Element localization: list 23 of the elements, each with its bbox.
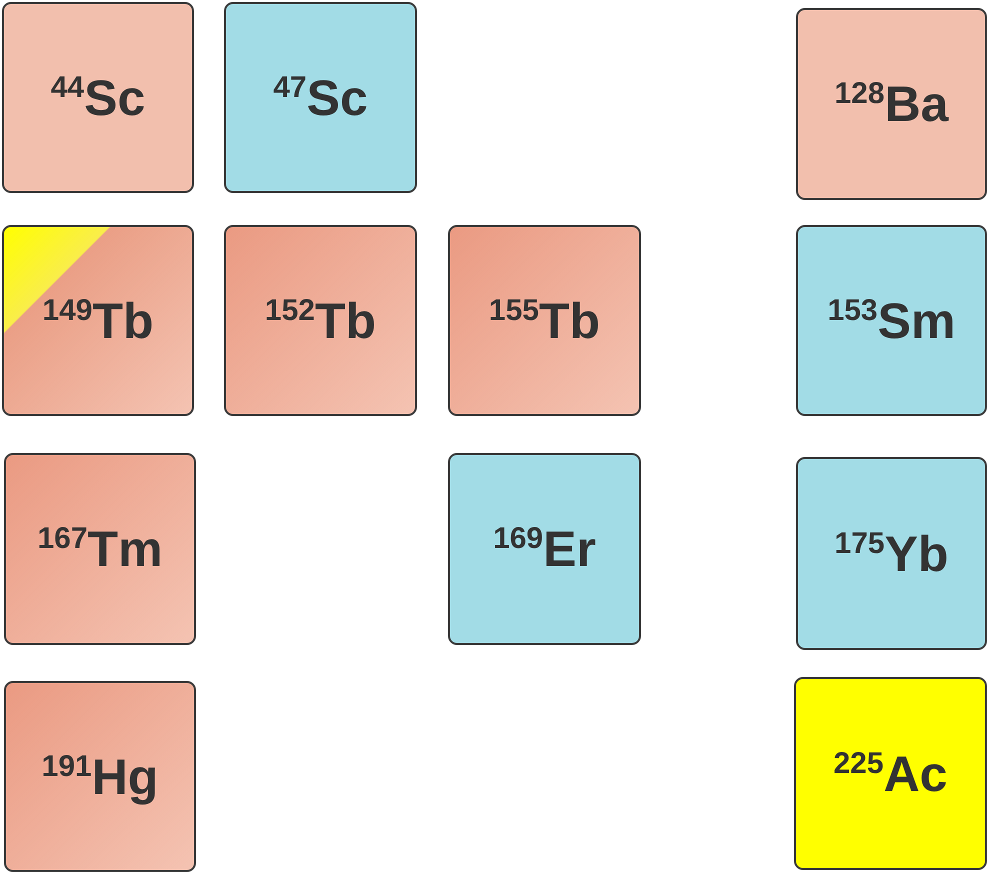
isotope-tile bbox=[224, 225, 417, 416]
isotope-label: $^{169}$Er bbox=[493, 524, 596, 574]
isotope-label: $^{47}$Sc bbox=[273, 72, 368, 122]
isotope-label: $^{153}$Sm bbox=[828, 296, 956, 346]
isotope-tile bbox=[2, 225, 194, 416]
isotope-tile bbox=[448, 453, 641, 645]
isotope-label: $^{167}$Tm bbox=[37, 524, 163, 574]
isotope-tile bbox=[796, 225, 987, 416]
isotope-tile bbox=[796, 457, 987, 650]
isotope-label: $^{175}$Yb bbox=[834, 528, 948, 578]
isotope-tile bbox=[224, 2, 417, 193]
isotope-tile bbox=[2, 2, 194, 193]
isotope-label: $^{155}$Tb bbox=[488, 296, 600, 346]
isotope-label: $^{225}$Ac bbox=[834, 748, 948, 798]
isotope-tile bbox=[4, 453, 196, 645]
isotope-label: $^{128}$Ba bbox=[834, 79, 948, 129]
isotope-label: $^{149}$Tb bbox=[42, 296, 154, 346]
isotope-tile bbox=[794, 677, 987, 870]
isotope-label: $^{152}$Tb bbox=[264, 296, 376, 346]
isotope-tile bbox=[796, 8, 987, 200]
isotope-label: $^{44}$Sc bbox=[50, 72, 146, 122]
isotope-tile bbox=[4, 681, 196, 872]
isotope-tile bbox=[448, 225, 641, 416]
